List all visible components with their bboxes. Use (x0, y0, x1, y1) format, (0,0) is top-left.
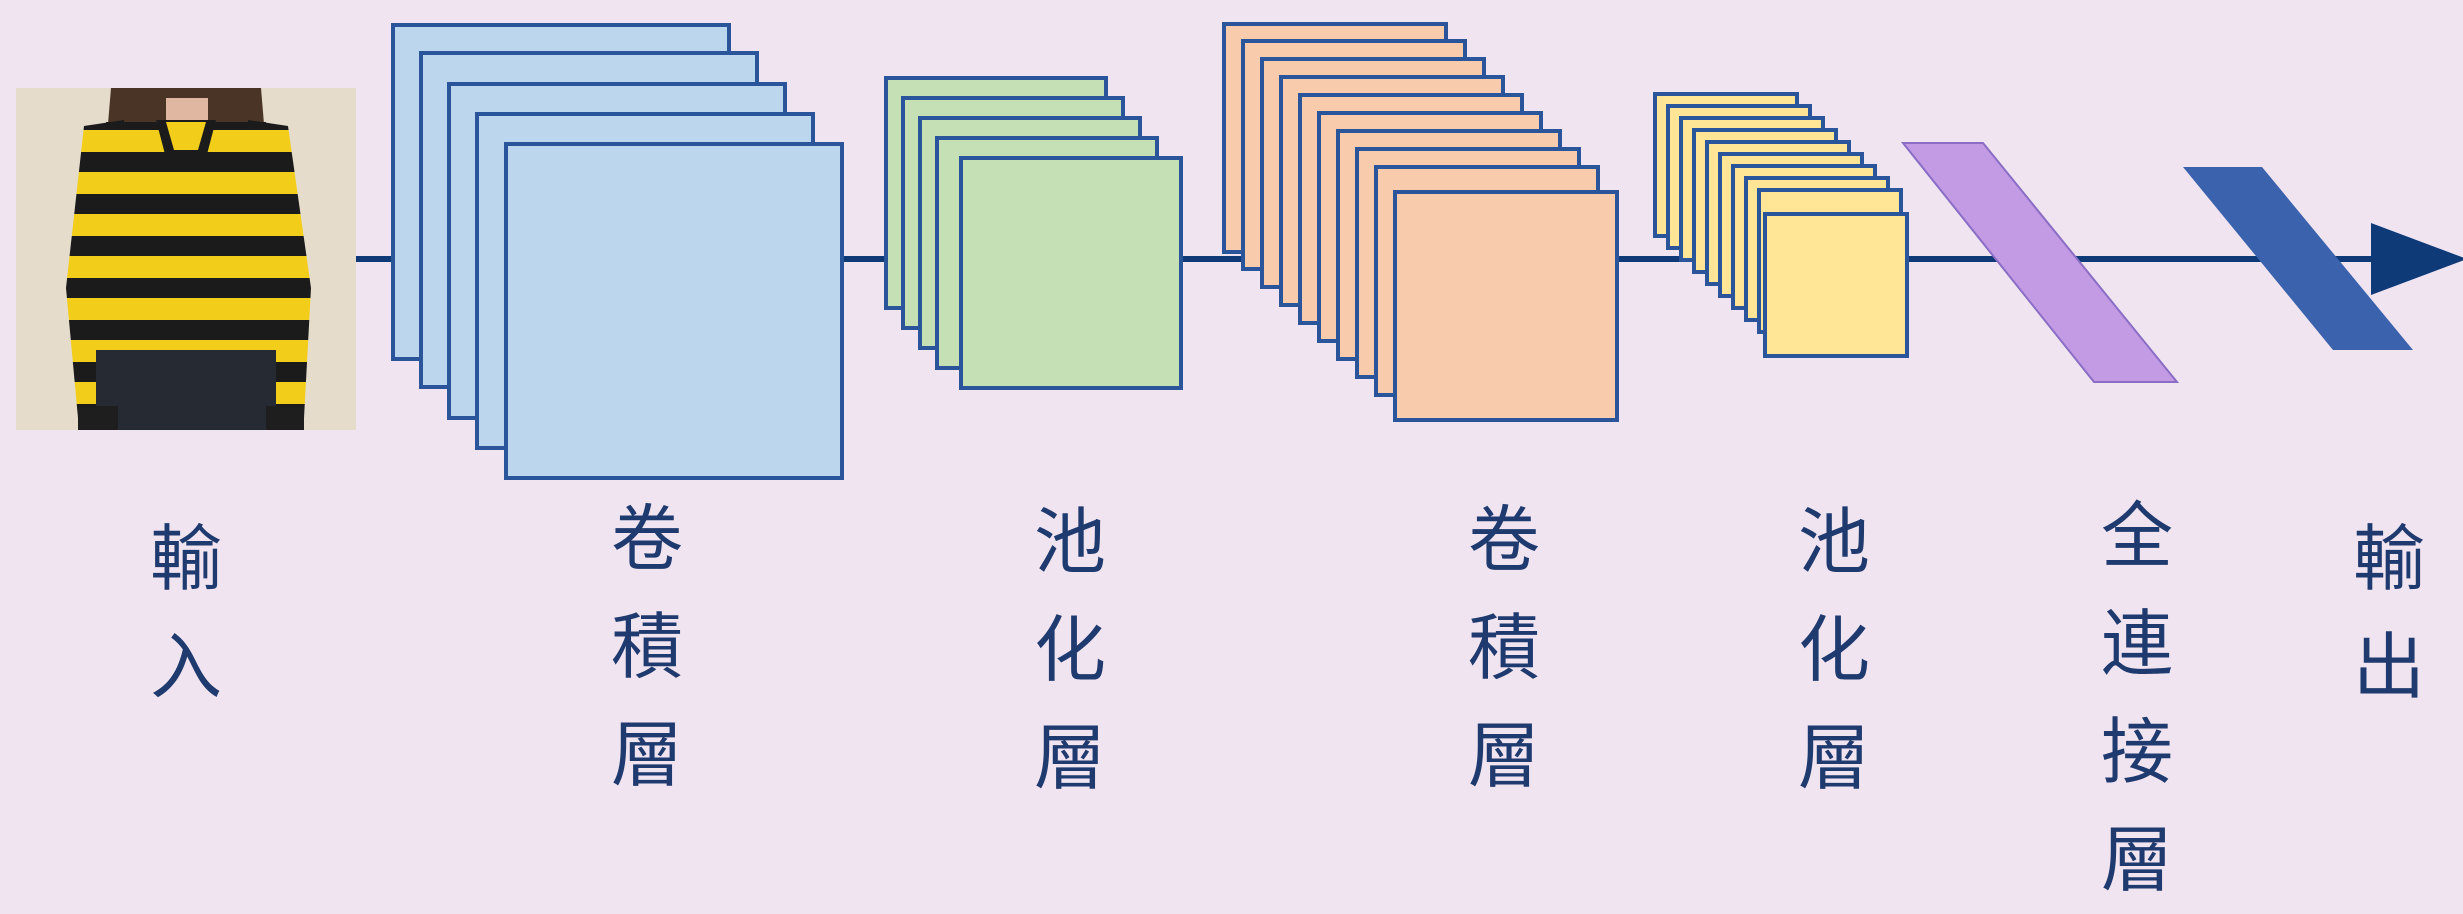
feature-map (959, 156, 1183, 390)
fc-label: 全連接層 (2100, 494, 2173, 902)
fully-connected-layer-shape (1900, 142, 2180, 383)
feature-map (1393, 190, 1619, 422)
pool2-stack (1653, 92, 1909, 358)
conv2-stack (1222, 22, 1619, 422)
pool2-label: 池化層 (1797, 500, 1870, 800)
feature-map (1763, 212, 1909, 358)
conv1-stack (391, 23, 844, 480)
input-label: 輸入 (149, 517, 222, 709)
input-image (16, 88, 356, 430)
output-label: 輸出 (2352, 517, 2425, 709)
feature-map (504, 142, 844, 480)
conv2-label: 卷積層 (1467, 498, 1540, 798)
conv1-label: 卷積層 (610, 497, 683, 797)
pool1-stack (884, 76, 1183, 390)
pool1-label: 池化層 (1033, 500, 1106, 800)
person-striped-shirt-image (16, 88, 356, 430)
output-layer-shape (2183, 167, 2413, 350)
